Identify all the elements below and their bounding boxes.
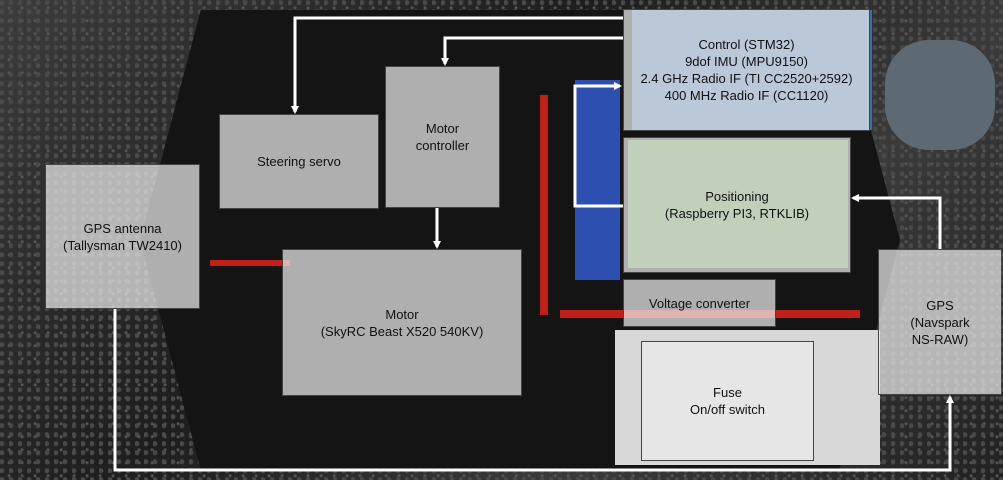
positioning-to-control-arrow bbox=[575, 86, 623, 206]
control-to-motor-controller-arrow bbox=[445, 38, 623, 64]
gps-to-positioning-arrow bbox=[853, 198, 940, 249]
gps-antenna-to-gps-arrow bbox=[115, 309, 950, 470]
